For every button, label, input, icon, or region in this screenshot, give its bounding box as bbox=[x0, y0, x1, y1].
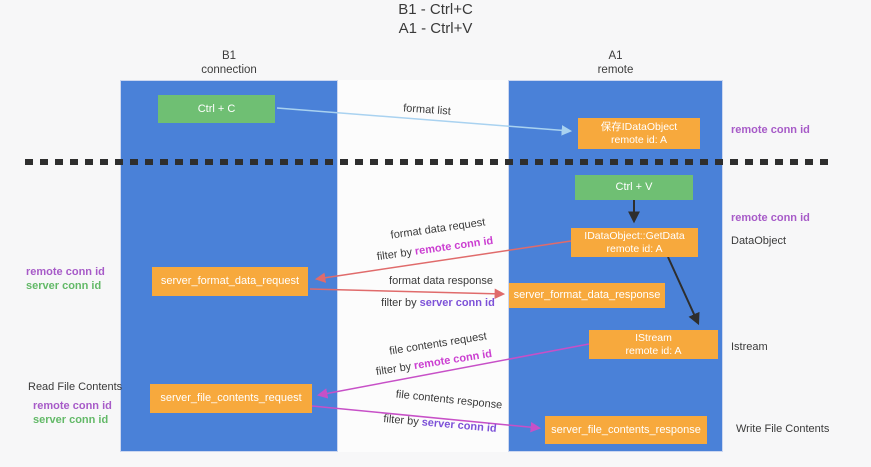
node-server-format-data-response-label: server_format_data_response bbox=[513, 289, 661, 301]
right-label-dataobject: DataObject bbox=[731, 235, 787, 247]
right-label-write-file-contents: Write File Contents bbox=[736, 423, 830, 435]
node-server-format-data-request: server_format_data_request bbox=[152, 267, 308, 296]
node-server-file-contents-response-label: server_file_contents_response bbox=[551, 423, 701, 436]
node-idataobject-getdata: IDataObject::GetData remote id: A bbox=[571, 228, 698, 257]
node-save-idataobject-line1: 保存IDataObject bbox=[600, 120, 678, 133]
filter-by-text: filter by bbox=[381, 297, 417, 309]
right-column-role: remote bbox=[597, 64, 634, 76]
title-line-2: A1 - Ctrl+V bbox=[398, 20, 473, 37]
node-istream: IStream remote id: A bbox=[589, 330, 718, 359]
right-column-header: A1 remote bbox=[508, 49, 723, 77]
left-label-remote-conn-id-2: remote conn id bbox=[33, 400, 112, 412]
server-conn-id-text: server conn id bbox=[419, 297, 495, 309]
title-line-1: B1 - Ctrl+C bbox=[398, 1, 473, 18]
node-ctrl-c-label: Ctrl + C bbox=[197, 102, 236, 115]
right-label-remote-conn-id-mid: remote conn id bbox=[731, 212, 810, 224]
node-server-file-contents-response: server_file_contents_response bbox=[545, 416, 707, 444]
node-server-file-contents-request: server_file_contents_request bbox=[150, 384, 312, 413]
left-column-name: B1 bbox=[221, 50, 237, 62]
node-save-idataobject: 保存IDataObject remote id: A bbox=[578, 118, 700, 149]
node-server-format-data-response: server_format_data_response bbox=[509, 283, 665, 308]
node-istream-line2: remote id: A bbox=[625, 344, 682, 357]
node-server-format-data-request-label: server_format_data_request bbox=[160, 275, 300, 287]
node-ctrl-c: Ctrl + C bbox=[158, 95, 275, 123]
node-idataobject-getdata-line1: IDataObject::GetData bbox=[584, 229, 685, 242]
right-label-remote-conn-id-top: remote conn id bbox=[731, 124, 810, 136]
right-label-istream: Istream bbox=[731, 341, 768, 353]
left-column-role: connection bbox=[201, 64, 257, 76]
node-ctrl-v-label: Ctrl + V bbox=[615, 181, 653, 193]
left-column-header: B1 connection bbox=[120, 49, 338, 77]
flow-label-format-data-response: format data response bbox=[389, 275, 493, 287]
node-istream-line1: IStream bbox=[635, 331, 672, 344]
node-save-idataobject-line2: remote id: A bbox=[610, 133, 668, 146]
left-label-read-file-contents: Read File Contents bbox=[28, 381, 123, 393]
left-label-server-conn-id: server conn id bbox=[26, 280, 102, 292]
node-idataobject-getdata-line2: remote id: A bbox=[606, 242, 663, 255]
right-column-name: A1 bbox=[608, 50, 623, 62]
left-label-server-conn-id-2: server conn id bbox=[33, 414, 109, 426]
phase-separator-dashed-line bbox=[25, 159, 832, 165]
page-title: B1 - Ctrl+C A1 - Ctrl+V bbox=[0, 0, 871, 38]
node-ctrl-v: Ctrl + V bbox=[575, 175, 693, 200]
left-label-remote-conn-id: remote conn id bbox=[26, 266, 105, 278]
node-server-file-contents-request-label: server_file_contents_request bbox=[160, 392, 302, 404]
